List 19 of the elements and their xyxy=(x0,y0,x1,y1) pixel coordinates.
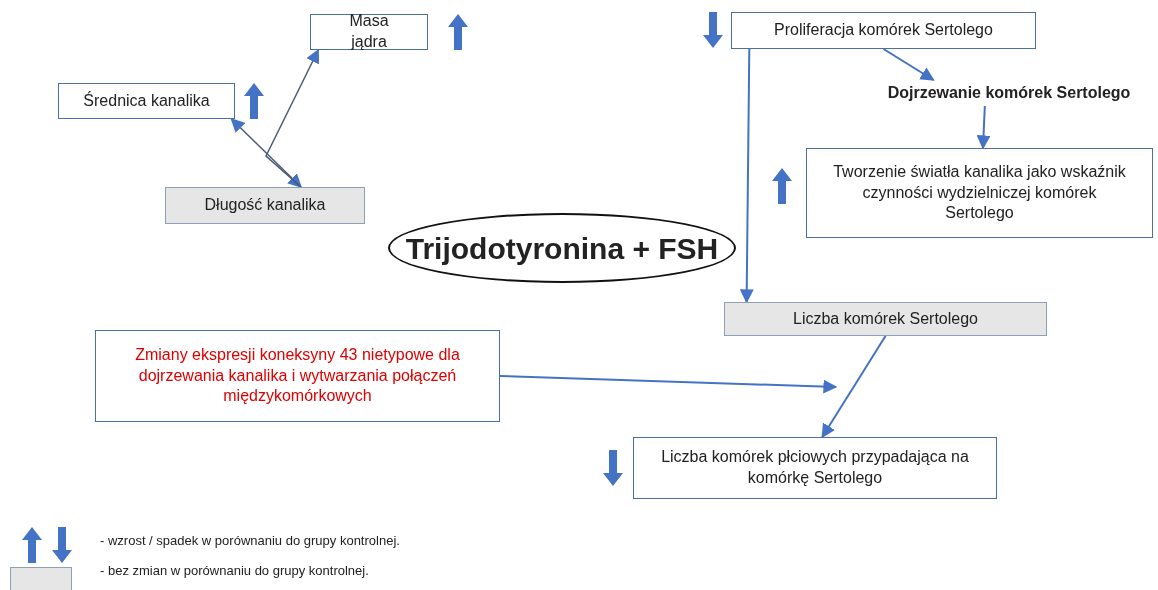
arrow xyxy=(882,48,935,81)
process-box: Masa jądra xyxy=(310,14,428,50)
ellipse-node: Trijodotyronina + FSH xyxy=(388,213,736,283)
process-box: Liczba komórek płciowych przypadająca na komórkę Sertolego xyxy=(633,437,997,499)
arrow xyxy=(821,335,887,439)
arrow xyxy=(230,118,302,188)
process-box: Zmiany ekspresji koneksyny 43 nietypowe dla dojrzewania kanalika i wytwarzania połączeń międzykomórkowych xyxy=(95,330,500,422)
arrow xyxy=(976,105,991,150)
legend-text: - wzrost / spadek w porównaniu do grupy kontrolnej. xyxy=(100,533,400,548)
legend-text: - bez zmian w porównaniu do grupy kontrolnej. xyxy=(100,563,369,578)
arrow xyxy=(499,375,838,394)
process-box: Liczba komórek Sertolego xyxy=(724,302,1047,336)
arrow xyxy=(265,48,319,188)
process-box: Tworzenie światła kanalika jako wskaźnik czynności wydzielniczej komórek Sertolego xyxy=(806,148,1153,238)
process-box: Proliferacja komórek Sertolego xyxy=(731,12,1036,49)
process-box: Długość kanalika xyxy=(165,187,365,224)
heading-text: Dojrzewanie komórek Sertolego xyxy=(858,80,1158,106)
arrow xyxy=(739,48,754,304)
process-box: Średnica kanalika xyxy=(58,83,235,119)
